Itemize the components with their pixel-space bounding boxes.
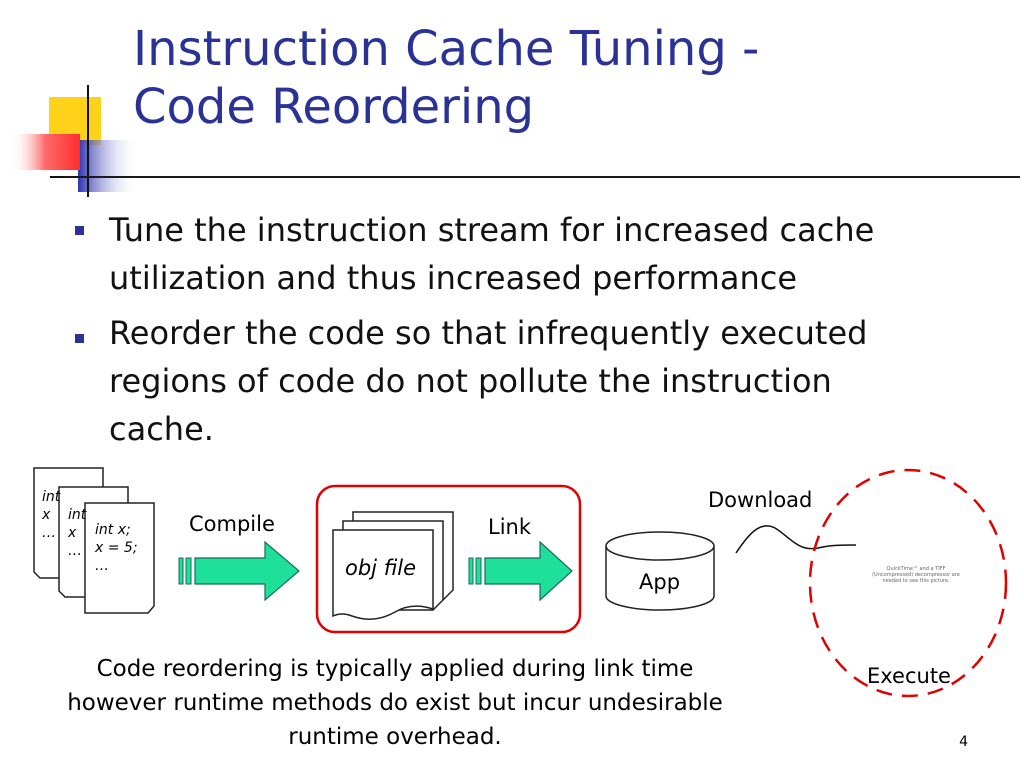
page-number: 4 [959, 734, 968, 750]
source-front-text: int x; x = 5; … [95, 521, 138, 575]
bullet-2-line-1: Reorder the code so that infrequently ex… [109, 314, 868, 352]
download-label: Download [708, 488, 813, 512]
quicktime-placeholder-text: QuickTime™ and a TIFF (Uncompressed) dec… [872, 566, 960, 584]
bullet-marker [75, 226, 84, 235]
slide-title: Instruction Cache Tuning - Code Reorderi… [133, 20, 1013, 136]
bullet-2-line-3: cache. [109, 410, 214, 448]
bullet-marker [75, 334, 84, 343]
diagram-caption: Code reordering is typically applied dur… [67, 656, 723, 750]
execute-label: Execute [867, 664, 951, 688]
execute-circle [808, 468, 1008, 698]
bullet-2-line-2: regions of code do not pollute the instr… [109, 362, 832, 400]
link-label: Link [488, 515, 532, 539]
bullet-2: Reorder the code so that infrequently ex… [109, 309, 1009, 453]
compile-arrow [178, 540, 300, 602]
link-arrow [468, 540, 573, 602]
link-stage-box [315, 484, 582, 634]
obj-file-label: obj file [345, 556, 417, 580]
obj-page-front [332, 529, 434, 620]
download-wave [735, 525, 857, 554]
app-cylinder [605, 531, 715, 611]
title-line-2: Code Reordering [133, 79, 535, 135]
bullet-1-line-1: Tune the instruction stream for increase… [109, 211, 875, 249]
bullet-1: Tune the instruction stream for increase… [109, 206, 1009, 302]
source-middle-text: int x … [68, 507, 87, 559]
bullet-1-line-2: utilization and thus increased performan… [109, 259, 797, 297]
title-line-1: Instruction Cache Tuning - [133, 21, 760, 77]
title-underline [65, 176, 1020, 178]
app-label: App [639, 570, 681, 594]
compile-label: Compile [189, 512, 275, 536]
source-back-text: int x … [42, 489, 61, 541]
